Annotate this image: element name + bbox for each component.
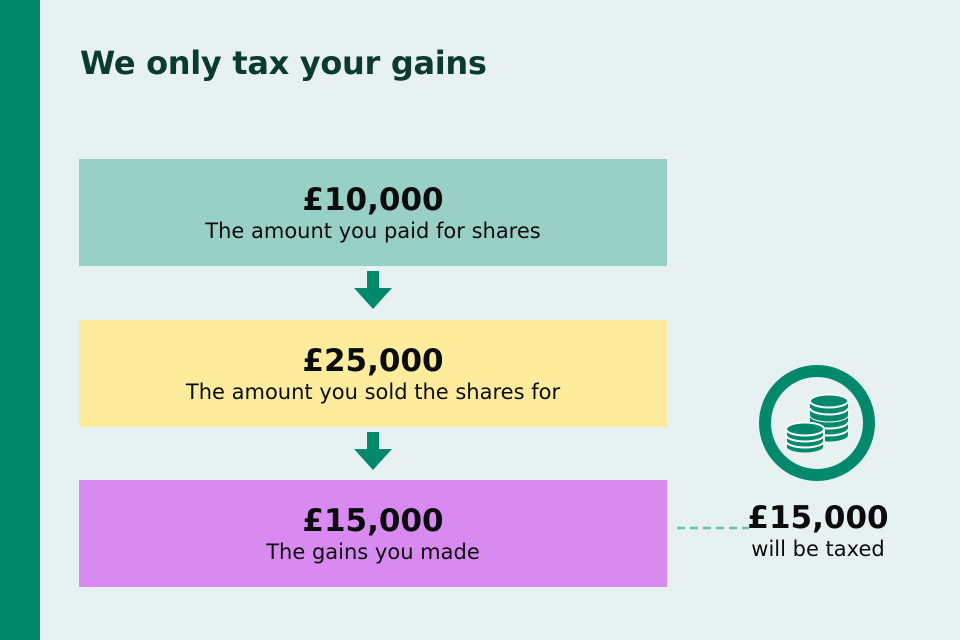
accent-side-bar bbox=[0, 0, 40, 640]
coins-icon bbox=[759, 365, 875, 481]
step-amount: £10,000 bbox=[302, 181, 444, 218]
step-box-sold: £25,000 The amount you sold the shares f… bbox=[79, 320, 667, 427]
down-arrow-icon bbox=[354, 271, 392, 309]
step-description: The amount you sold the shares for bbox=[185, 379, 561, 404]
dashed-connector bbox=[677, 526, 749, 530]
step-amount: £25,000 bbox=[302, 342, 444, 379]
page-title: We only tax your gains bbox=[80, 44, 487, 82]
step-description: The gains you made bbox=[266, 539, 480, 564]
step-amount: £15,000 bbox=[302, 502, 444, 539]
step-box-gains: £15,000 The gains you made bbox=[79, 480, 667, 587]
taxed-note: will be taxed bbox=[751, 537, 885, 561]
step-description: The amount you paid for shares bbox=[205, 218, 541, 243]
down-arrow-icon bbox=[354, 432, 392, 470]
step-box-paid: £10,000 The amount you paid for shares bbox=[79, 159, 667, 266]
taxed-amount: £15,000 bbox=[747, 500, 889, 536]
taxed-summary: £15,000 will be taxed bbox=[738, 500, 898, 562]
